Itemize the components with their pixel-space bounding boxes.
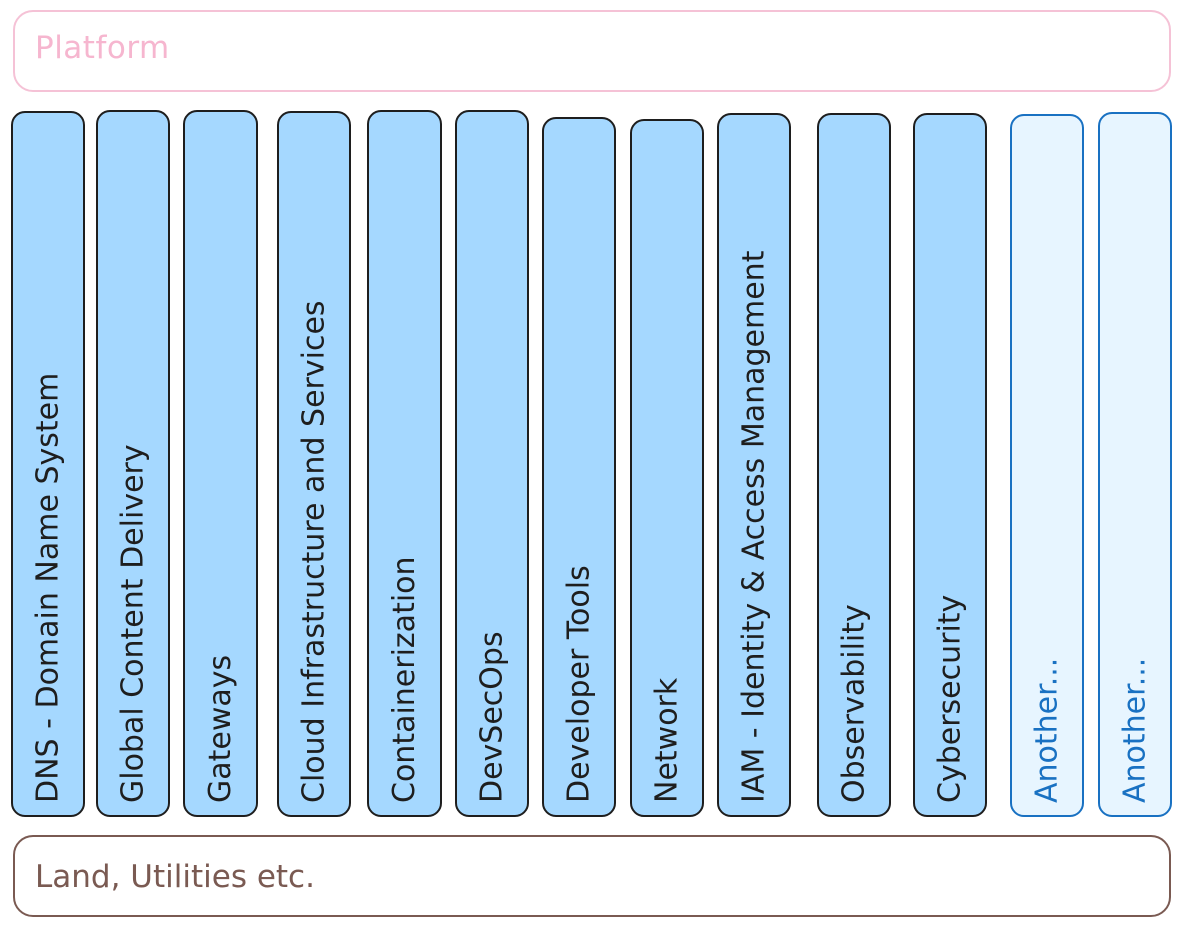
column-developer-tools: Developer Tools <box>542 117 616 817</box>
column-label: Cybersecurity <box>932 594 968 803</box>
column-dns: DNS - Domain Name System <box>11 111 85 817</box>
column-cloud-infrastructure: Cloud Infrastructure and Services <box>277 111 351 817</box>
column-label: Another... <box>1029 657 1065 803</box>
column-label: Gateways <box>203 654 238 803</box>
column-label: IAM - Identity & Access Management <box>736 250 772 803</box>
column-iam: IAM - Identity & Access Management <box>717 113 791 817</box>
column-gateways: Gateways <box>183 110 258 817</box>
platform-layer: Platform <box>13 10 1171 92</box>
land-utilities-layer: Land, Utilities etc. <box>13 835 1171 917</box>
column-cybersecurity: Cybersecurity <box>913 113 987 817</box>
platform-label: Platform <box>35 30 170 66</box>
column-label: Developer Tools <box>561 565 597 803</box>
column-label: Containerization <box>387 556 422 803</box>
column-another-2: Another... <box>1098 112 1172 817</box>
column-label: Another... <box>1117 657 1153 803</box>
land-utilities-label: Land, Utilities etc. <box>35 859 315 895</box>
column-containerization: Containerization <box>367 110 442 817</box>
column-label: Observability <box>836 604 872 803</box>
column-label: DNS - Domain Name System <box>30 372 66 803</box>
column-label: Cloud Infrastructure and Services <box>296 300 332 803</box>
column-devsecops: DevSecOps <box>455 110 529 817</box>
column-global-content-delivery: Global Content Delivery <box>96 110 170 817</box>
column-label: Global Content Delivery <box>115 444 151 803</box>
column-network: Network <box>630 119 704 817</box>
column-label: DevSecOps <box>474 631 510 803</box>
column-observability: Observability <box>817 113 891 817</box>
column-label: Network <box>649 677 685 803</box>
column-another-1: Another... <box>1010 114 1084 817</box>
